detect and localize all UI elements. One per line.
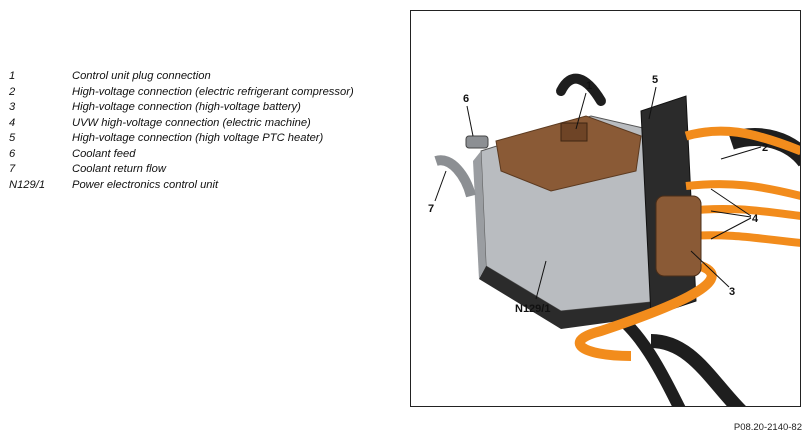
callout-4: 4 <box>752 213 759 225</box>
legend-text: High-voltage connection (high-voltage ba… <box>72 101 301 113</box>
leader-line <box>720 146 762 160</box>
leader-line <box>690 250 730 288</box>
legend-text: Coolant return flow <box>72 163 166 175</box>
leader-line <box>575 92 587 130</box>
legend-item: 2 High-voltage connection (electric refr… <box>9 85 394 99</box>
legend-item: 4 UVW high-voltage connection (electric … <box>9 116 394 130</box>
legend-item: 5 High-voltage connection (high voltage … <box>9 131 394 145</box>
legend-key: 1 <box>9 70 16 82</box>
coolant-return-fitting <box>434 155 476 198</box>
legend-text: Coolant feed <box>72 147 136 160</box>
callout-5: 5 <box>652 74 658 86</box>
legend-item: 6 Coolant feed <box>9 147 394 161</box>
legend-item: 7 Coolant return flow <box>9 162 394 176</box>
legend-key: 7 <box>9 163 16 175</box>
legend-key: 3 <box>9 101 16 113</box>
illustration-svg: 1 5 2 4 3 6 7 N129/1 <box>428 73 800 406</box>
orange-cable-4c <box>685 231 800 247</box>
callout-7: 7 <box>428 203 434 215</box>
leader-line <box>434 170 447 202</box>
legend-key: 6 <box>9 147 16 160</box>
leader-line <box>466 105 474 137</box>
callout-6: 6 <box>463 93 469 105</box>
legend-text: Power electronics control unit <box>72 178 219 191</box>
legend-item: 1 Control unit plug connection <box>9 69 394 83</box>
legend-item: 3 High-voltage connection (high-voltage … <box>9 100 394 114</box>
callout-n129: N129/1 <box>515 303 550 315</box>
hose-bottom <box>650 334 746 406</box>
control-plug <box>560 122 588 142</box>
legend-list: 1 Control unit plug connection 2 High-vo… <box>9 69 394 193</box>
housing-side <box>473 151 486 279</box>
brown-cover <box>495 115 642 192</box>
coolant-feed-fitting <box>465 135 489 149</box>
legend-key: 4 <box>9 116 16 129</box>
legend-key: 5 <box>9 132 16 144</box>
legend-text: Control unit plug connection <box>72 70 211 82</box>
component-illustration: 1 5 2 4 3 6 7 N129/1 <box>410 10 801 407</box>
legend-text: High-voltage connection (high voltage PT… <box>72 132 324 144</box>
leader-line <box>710 188 752 217</box>
leader-line <box>535 260 547 300</box>
leader-line <box>710 217 752 240</box>
leader-line <box>648 86 657 120</box>
legend-text: UVW high-voltage connection (electric ma… <box>72 116 311 129</box>
callout-1: 1 <box>586 80 592 92</box>
hose-top <box>556 73 606 106</box>
orange-cable-2 <box>684 126 800 156</box>
callout-2: 2 <box>762 142 768 154</box>
legend-key: 2 <box>9 85 16 98</box>
callout-3: 3 <box>729 286 735 298</box>
legend-key: N129/1 <box>9 178 46 191</box>
legend-text: High-voltage connection (electric refrig… <box>72 85 354 98</box>
battery-connector <box>655 195 702 277</box>
figure-reference-code: P08.20-2140-82 <box>733 422 802 433</box>
legend-item: N129/1 Power electronics control unit <box>9 178 394 192</box>
orange-cable-3 <box>574 261 717 361</box>
orange-cable-4a <box>685 180 800 200</box>
leader-line <box>710 210 752 218</box>
housing-base <box>479 266 661 329</box>
orange-cable-4b <box>685 204 800 220</box>
